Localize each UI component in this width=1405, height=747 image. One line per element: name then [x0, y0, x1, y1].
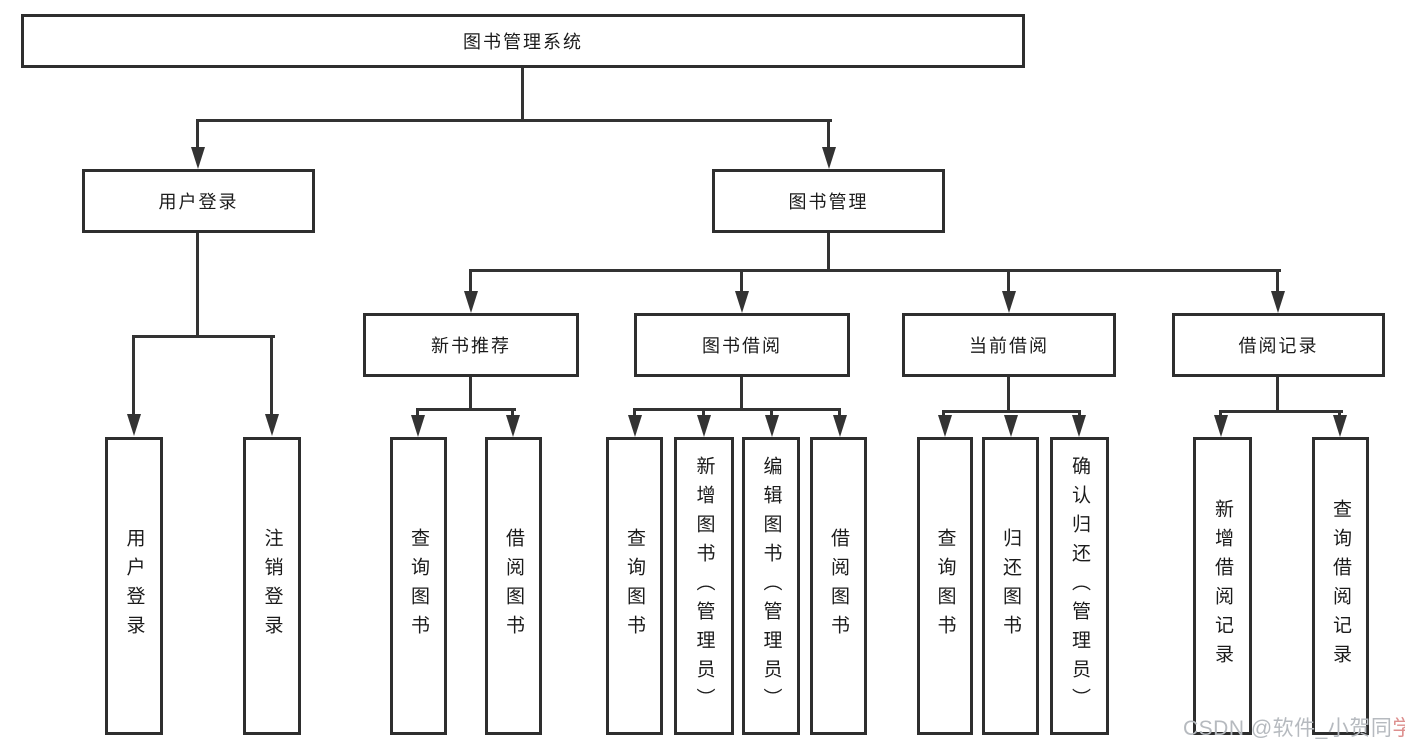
connector-hline	[942, 410, 1081, 413]
connector-vline	[1276, 377, 1279, 413]
arrow-down-icon	[506, 415, 520, 437]
connector-vline	[1007, 377, 1010, 413]
connector-hline	[132, 335, 275, 338]
leaf-add-book-admin: 新增图书（管理员）	[674, 437, 734, 735]
arrow-down-icon	[1002, 291, 1016, 313]
connector-vline	[740, 377, 743, 411]
connector-vline	[270, 335, 273, 415]
leaf-label: 查询借阅记录	[1330, 499, 1351, 673]
arrow-down-icon	[127, 414, 141, 436]
connector-vline	[1219, 410, 1222, 417]
node-label: 当前借阅	[969, 336, 1049, 356]
connector-vline	[469, 377, 472, 411]
node-current-borrowing: 当前借阅	[902, 313, 1116, 377]
connector-vline	[740, 269, 743, 294]
connector-vline	[827, 233, 830, 272]
leaf-borrow-books-borrowing: 借阅图书	[810, 437, 867, 735]
arrow-down-icon	[1214, 415, 1228, 437]
arrow-down-icon	[1333, 415, 1347, 437]
arrow-down-icon	[464, 291, 478, 313]
node-label: 图书管理	[788, 192, 869, 212]
connector-hline	[1219, 410, 1343, 413]
leaf-label: 查询图书	[408, 528, 429, 644]
arrow-down-icon	[191, 147, 205, 169]
arrow-down-icon	[833, 415, 847, 437]
node-label: 新书推荐	[431, 336, 511, 356]
arrow-down-icon	[938, 415, 952, 437]
connector-vline	[942, 410, 945, 417]
leaf-query-books-borrowing: 查询图书	[606, 437, 663, 735]
node-label: 图书管理系统	[463, 32, 583, 52]
connector-hline	[196, 119, 832, 122]
leaf-label: 查询图书	[624, 528, 645, 644]
connector-vline	[469, 269, 472, 294]
node-book-borrowing: 图书借阅	[634, 313, 850, 377]
connector-vline	[132, 335, 135, 415]
watermark-accent: 学	[1392, 717, 1405, 740]
node-book-management: 图书管理	[712, 169, 945, 233]
arrow-down-icon	[1072, 415, 1086, 437]
leaf-borrow-books-recommend: 借阅图书	[485, 437, 542, 735]
leaf-label: 借阅图书	[503, 528, 524, 644]
connector-vline	[770, 408, 773, 417]
leaf-logout: 注销登录	[243, 437, 301, 735]
connector-vline	[702, 408, 705, 417]
connector-vline	[1007, 269, 1010, 294]
connector-vline	[416, 408, 419, 417]
connector-vline	[1338, 410, 1341, 417]
leaf-label: 借阅图书	[828, 528, 849, 644]
leaf-label: 新增图书（管理员）	[693, 455, 715, 717]
leaf-label: 归还图书	[1000, 528, 1021, 644]
leaf-label: 编辑图书（管理员）	[760, 455, 782, 717]
leaf-label: 新增借阅记录	[1212, 499, 1233, 673]
leaf-label: 注销登录	[261, 528, 283, 644]
connector-hline	[633, 408, 841, 411]
arrow-down-icon	[411, 415, 425, 437]
connector-vline	[196, 119, 199, 149]
arrow-down-icon	[822, 147, 836, 169]
connector-vline	[1276, 269, 1279, 294]
leaf-confirm-return-admin: 确认归还（管理员）	[1050, 437, 1109, 735]
csdn-watermark: CSDN @软件_小贺同学	[1183, 712, 1405, 742]
connector-vline	[838, 408, 841, 417]
node-label: 用户登录	[158, 192, 239, 212]
connector-hline	[416, 408, 516, 411]
node-library-management-system: 图书管理系统	[21, 14, 1025, 68]
node-label: 借阅记录	[1238, 336, 1319, 356]
arrow-down-icon	[735, 291, 749, 313]
leaf-return-books: 归还图书	[982, 437, 1039, 735]
leaf-user-login: 用户登录	[105, 437, 163, 735]
leaf-label: 查询图书	[934, 528, 956, 644]
arrow-down-icon	[1271, 291, 1285, 313]
arrow-down-icon	[697, 415, 711, 437]
leaf-query-borrow-record: 查询借阅记录	[1312, 437, 1369, 735]
leaf-edit-book-admin: 编辑图书（管理员）	[742, 437, 800, 735]
connector-vline	[521, 68, 524, 121]
leaf-add-borrow-record: 新增借阅记录	[1193, 437, 1252, 735]
connector-vline	[511, 408, 514, 417]
connector-vline	[196, 233, 199, 337]
arrow-down-icon	[628, 415, 642, 437]
connector-hline	[469, 269, 1281, 272]
connector-vline	[827, 119, 830, 149]
leaf-query-books-current: 查询图书	[917, 437, 973, 735]
arrow-down-icon	[1004, 415, 1018, 437]
node-borrowing-records: 借阅记录	[1172, 313, 1385, 377]
node-label: 图书借阅	[702, 336, 782, 356]
arrow-down-icon	[765, 415, 779, 437]
leaf-query-books-recommend: 查询图书	[390, 437, 447, 735]
leaf-label: 用户登录	[123, 528, 145, 644]
connector-vline	[1078, 410, 1081, 417]
watermark-text: CSDN @软件_小贺同	[1183, 717, 1393, 740]
arrow-down-icon	[265, 414, 279, 436]
connector-vline	[633, 408, 636, 417]
node-new-book-recommendation: 新书推荐	[363, 313, 579, 377]
leaf-label: 确认归还（管理员）	[1069, 455, 1090, 717]
node-user-login: 用户登录	[82, 169, 315, 233]
